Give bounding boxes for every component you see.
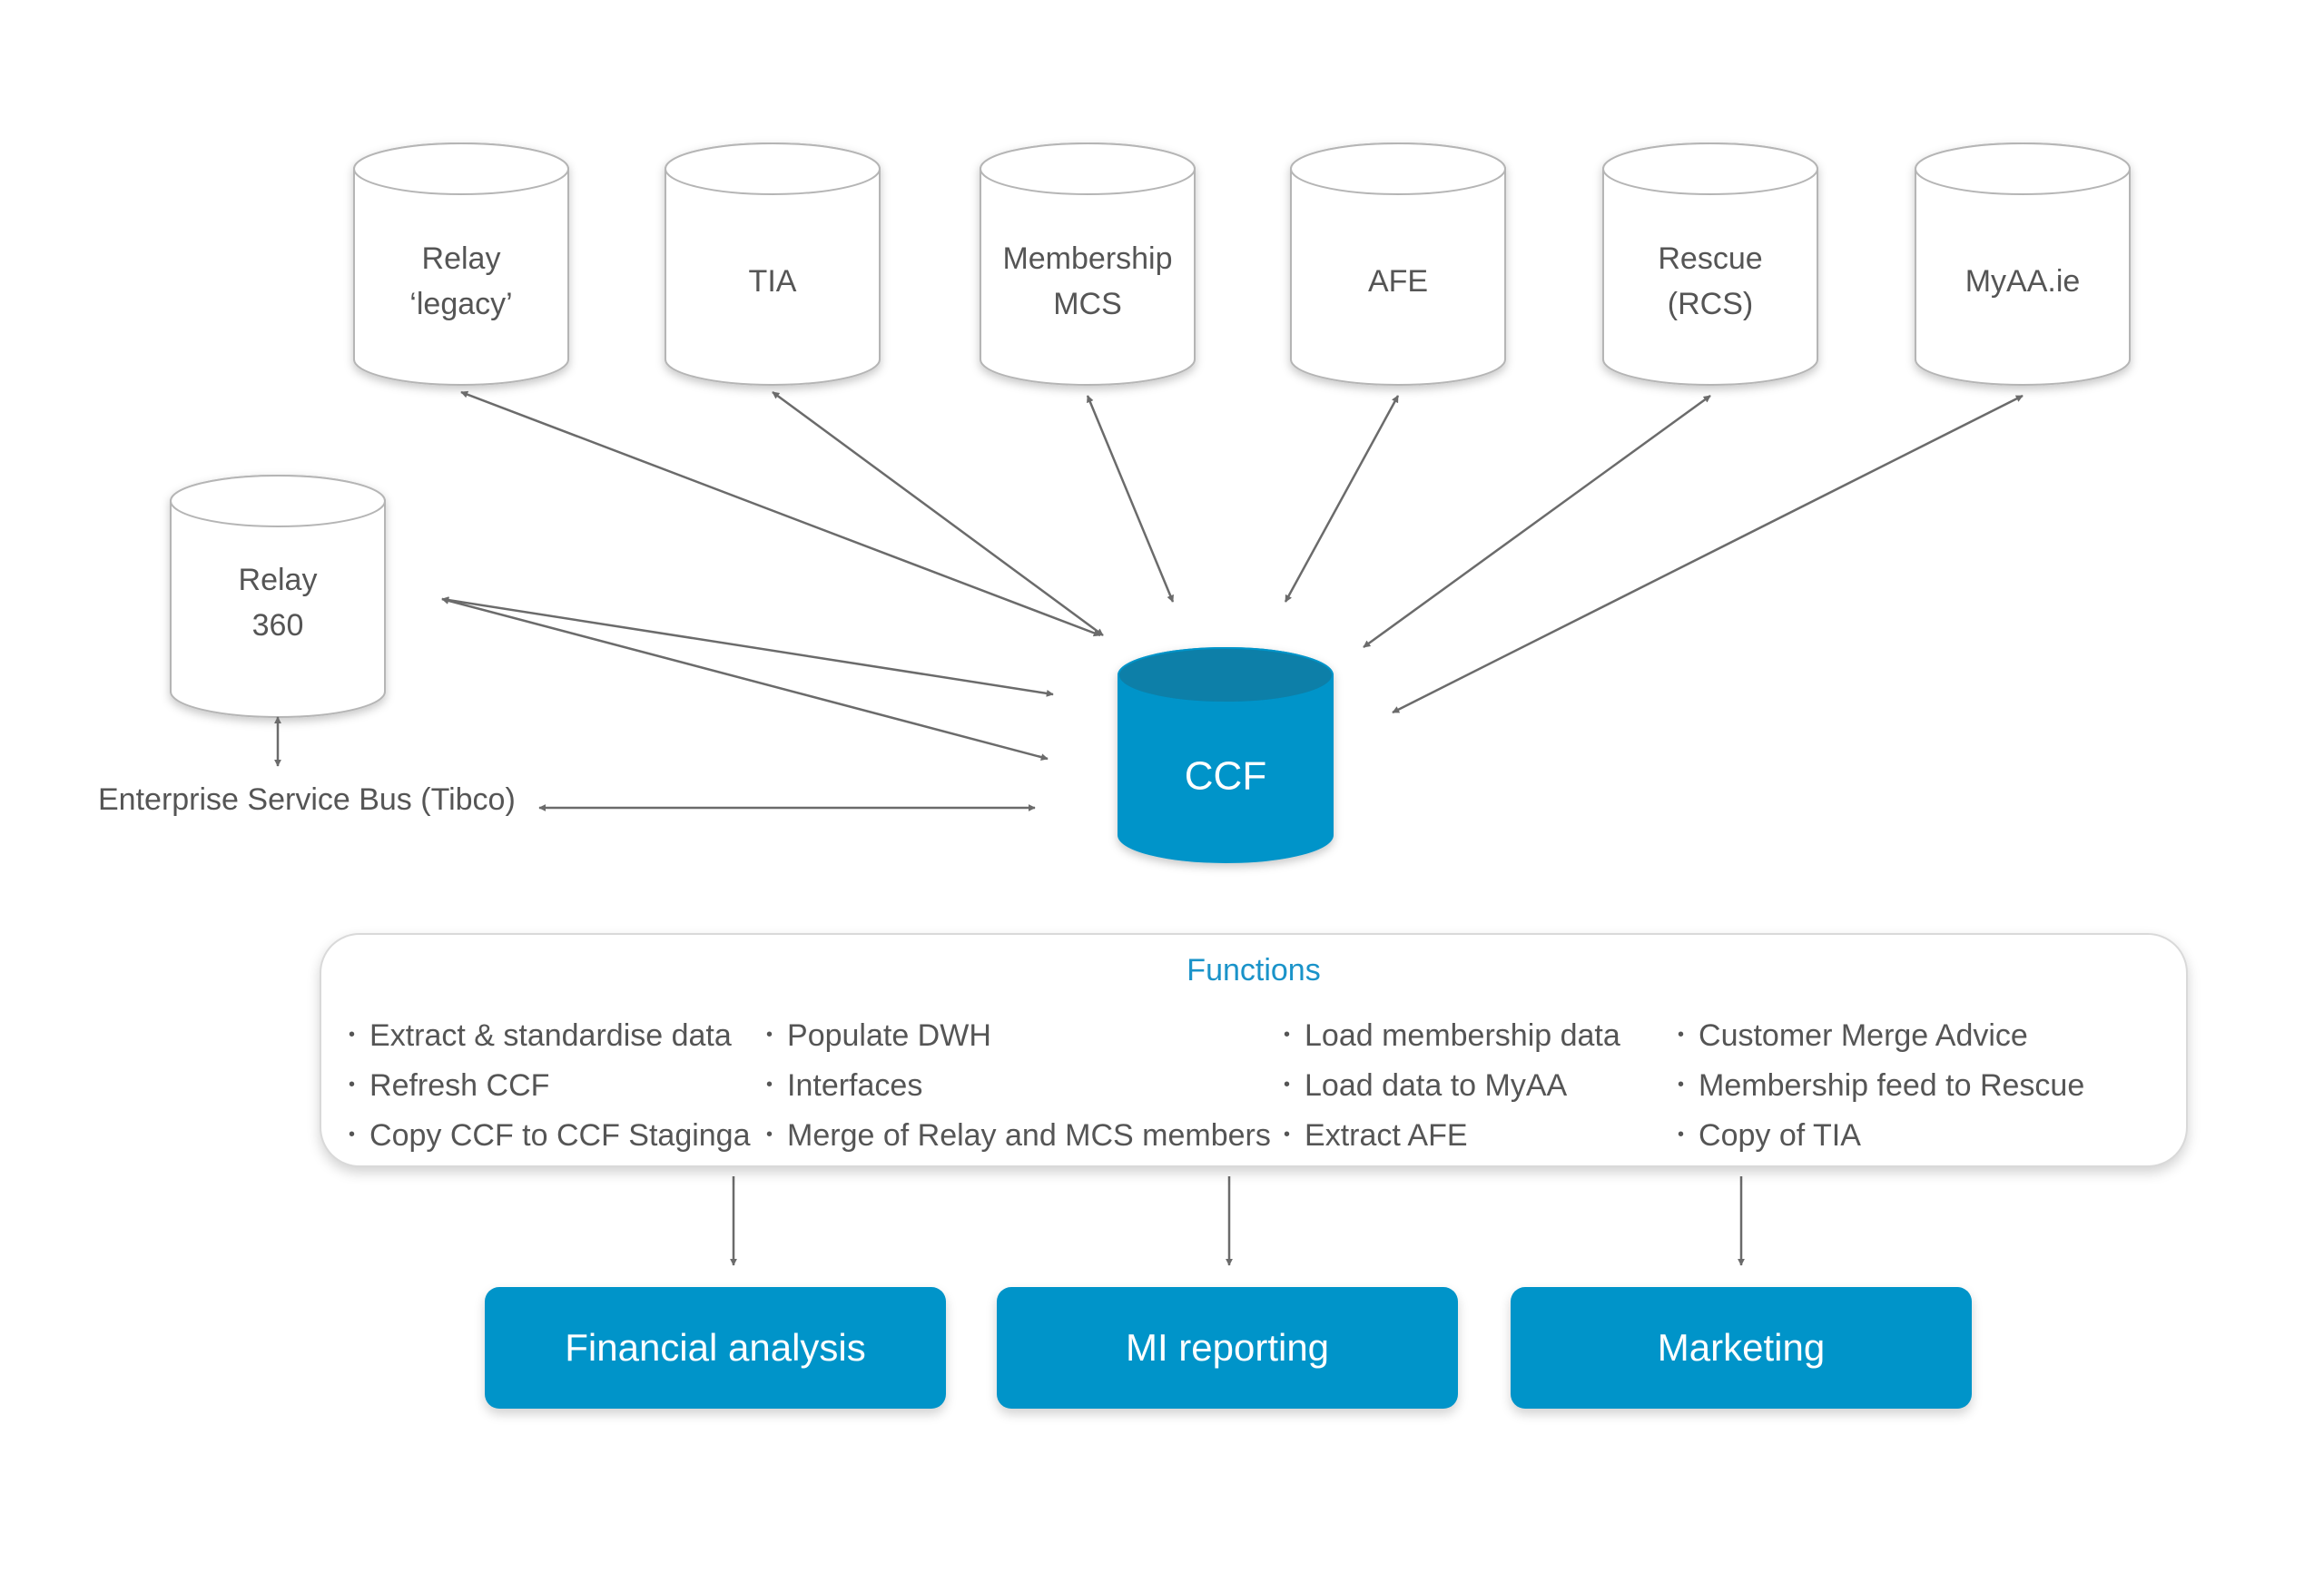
connector-arrow [441,596,1049,762]
function-item: Extract AFE [1284,1113,1620,1163]
cylinder-label: MCS [1053,287,1122,321]
cylinder-label: Membership [1002,241,1172,276]
cylinder-label: Rescue [1658,241,1762,276]
function-item: Copy of TIA [1678,1113,2084,1163]
cylinder-label: AFE [1368,264,1428,299]
output-financial-analysis: Financial analysis [485,1287,946,1409]
esb-label: Enterprise Service Bus (Tibco) [98,782,516,817]
cylinder-ccf [1118,647,1334,863]
function-item: Load membership data [1284,1013,1620,1063]
function-item: Refresh CCF [349,1063,751,1113]
cylinder-label: Relay [422,241,501,276]
function-item: Extract & standardise data [349,1013,751,1063]
cylinder-afe [1290,142,1506,386]
function-item: Customer Merge Advice [1678,1013,2084,1063]
ccf-label: CCF [1185,754,1266,799]
cylinder-tia [665,142,881,386]
cylinder-label: ‘legacy’ [409,287,512,321]
output-marketing: Marketing [1511,1287,1972,1409]
connector-arrow [772,390,1104,637]
functions-column-4: Customer Merge Advice Membership feed to… [1678,1013,2084,1163]
function-item: Membership feed to Rescue [1678,1063,2084,1113]
cylinder-label: MyAA.ie [1965,264,2081,299]
cylinder-relay-360 [170,475,386,718]
functions-column-2: Populate DWH Interfaces Merge of Relay a… [766,1013,1271,1163]
function-item: Populate DWH [766,1013,1271,1063]
cylinder-label: TIA [749,264,797,299]
cylinder-rescue-rcs [1602,142,1818,386]
connector-arrow [460,390,1101,637]
output-mi-reporting: MI reporting [997,1287,1458,1409]
cylinder-label: (RCS) [1668,287,1753,321]
cylinder-label: Relay [239,563,318,597]
connector-arrow [1363,394,1711,649]
function-item: Merge of Relay and MCS members [766,1113,1271,1163]
connector-arrow [1086,395,1175,603]
cylinder-membership-mcs [980,142,1196,386]
function-item: Interfaces [766,1063,1271,1113]
functions-column-1: Extract & standardise data Refresh CCF C… [349,1013,751,1163]
functions-title: Functions [1187,953,1321,988]
function-item: Copy CCF to CCF Staginga [349,1113,751,1163]
connector-arrow [1392,394,2024,714]
functions-panel: Functions Extract & standardise data Ref… [320,933,2188,1167]
functions-column-3: Load membership data Load data to MyAA E… [1284,1013,1620,1163]
connector-arrow [1284,395,1400,603]
cylinder-myaa [1915,142,2131,386]
cylinder-relay-legacy [353,142,569,386]
function-item: Load data to MyAA [1284,1063,1620,1113]
cylinder-label: 360 [252,608,304,643]
